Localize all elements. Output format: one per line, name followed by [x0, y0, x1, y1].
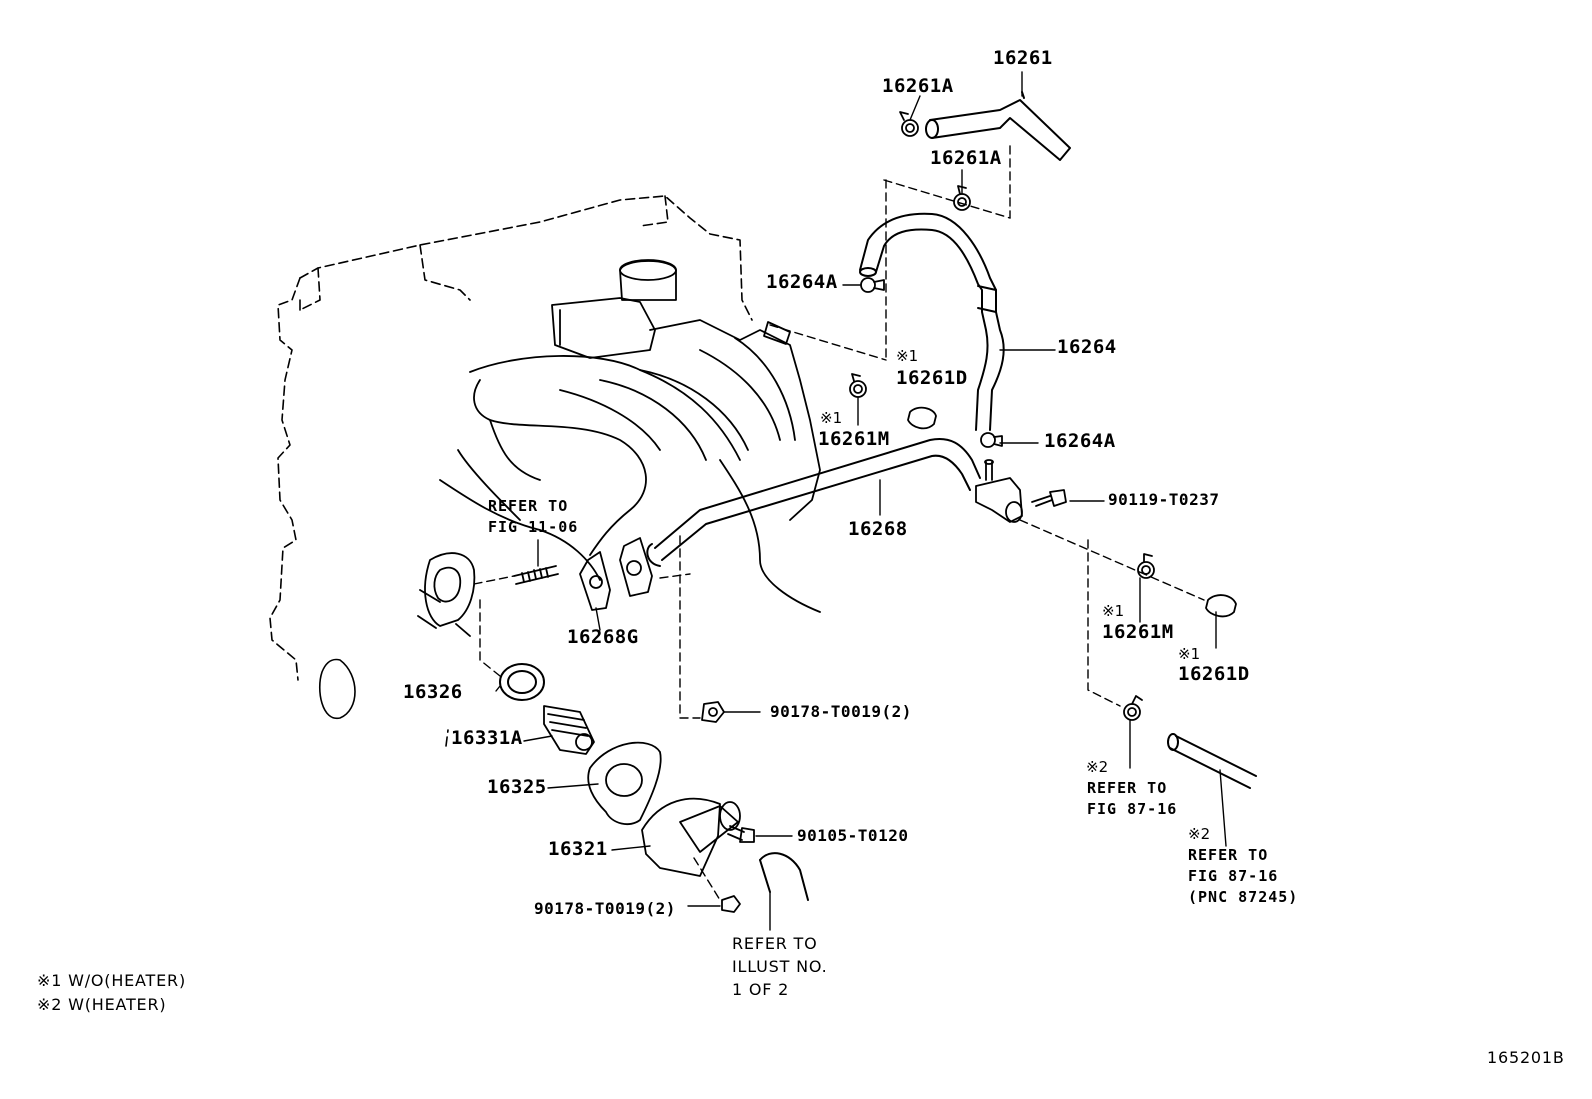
clamp-heater	[1123, 695, 1143, 721]
cap-16261D-bot	[1205, 594, 1237, 618]
engine-block-outline	[269, 195, 753, 747]
refer-illust-line1: REFER TO	[732, 934, 818, 953]
clamp-16261A-top	[899, 111, 919, 137]
refer-fig-11-06-line2: FIG 11-06	[488, 518, 579, 536]
legend-note-1: ※1 W/O(HEATER)	[37, 971, 187, 990]
pipe-flange	[619, 537, 653, 597]
hose-16264	[859, 212, 1005, 431]
label-16261D-top: 16261D	[896, 367, 968, 389]
label-90178-T0019-top: 90178-T0019(2)	[770, 702, 912, 721]
mark-w-o-heater-16261M-top: ※1	[820, 409, 843, 427]
label-16325: 16325	[487, 776, 547, 798]
water-outlet-fitting	[975, 459, 1023, 523]
label-16268G: 16268G	[567, 626, 639, 648]
leader-lines	[495, 71, 1227, 931]
refer-illust-line3: 1 OF 2	[732, 980, 790, 999]
mark-w-o-heater-16261D-bot: ※1	[1178, 645, 1201, 663]
mark-w-heater-b: ※2	[1188, 825, 1211, 843]
guide-lines	[473, 145, 1205, 901]
bolt-90119	[1031, 489, 1067, 507]
figure-id: 165201B	[1487, 1048, 1565, 1067]
refer-fig-87-16-a-line2: FIG 87-16	[1087, 800, 1178, 818]
mark-w-o-heater-16261D-top: ※1	[896, 347, 919, 365]
gasket-16325	[587, 741, 662, 826]
thermostat-housing-block	[417, 552, 476, 637]
legend-note-2: ※2 W(HEATER)	[37, 995, 167, 1014]
label-90105-T0120: 90105-T0120	[797, 826, 909, 845]
label-16261A-top: 16261A	[882, 75, 954, 97]
refer-fig-87-16-b-line2: FIG 87-16	[1188, 867, 1279, 885]
hose-illust-end	[759, 852, 809, 901]
label-16268: 16268	[848, 518, 908, 540]
label-90119-T0237: 90119-T0237	[1108, 490, 1220, 509]
label-16321: 16321	[548, 838, 608, 860]
nut-90178-top	[701, 701, 725, 723]
refer-fig-87-16-b-line3: (PNC 87245)	[1188, 888, 1299, 906]
label-16261A-mid: 16261A	[930, 147, 1002, 169]
clamp-16264A-top	[860, 277, 885, 293]
intake-manifold	[439, 259, 821, 613]
label-16331A: 16331A	[451, 727, 523, 749]
label-16264A-top: 16264A	[766, 271, 838, 293]
clamp-16261M-bot	[1137, 553, 1155, 579]
refer-fig-11-06-line1: REFER TO	[488, 497, 569, 515]
water-inlet-16321	[641, 797, 741, 877]
mark-w-heater-a: ※2	[1086, 758, 1109, 776]
clamp-16264A-bot	[980, 432, 1003, 448]
bolt-90105	[727, 825, 755, 843]
label-16261M-top: 16261M	[818, 428, 890, 450]
gasket-16268G	[579, 551, 611, 611]
label-16326: 16326	[403, 681, 463, 703]
refer-illust-no: REFER TO ILLUST NO. 1 OF 2	[732, 932, 827, 1001]
label-16264A-bot: 16264A	[1044, 430, 1116, 452]
refer-fig-87-16-b-line1: REFER TO	[1188, 846, 1269, 864]
refer-fig-87-16-a: REFER TO FIG 87-16	[1087, 778, 1177, 820]
refer-fig-11-06: REFER TO FIG 11-06	[488, 496, 578, 538]
cap-16261D-top	[907, 406, 937, 430]
nut-90178-bottom	[721, 895, 741, 913]
water-pipe-16268	[646, 438, 981, 567]
label-16261M-bot: 16261M	[1102, 621, 1174, 643]
mark-w-o-heater-16261M-bot: ※1	[1102, 602, 1125, 620]
label-16264: 16264	[1057, 336, 1117, 358]
label-16261D-bot: 16261D	[1178, 663, 1250, 685]
label-16261: 16261	[993, 47, 1053, 69]
stud-bolt	[513, 565, 559, 585]
thermostat-16331A	[543, 705, 595, 755]
heater-hose	[1167, 733, 1257, 789]
clamp-16261M-top	[849, 373, 867, 398]
engine-block-lower	[299, 299, 356, 719]
label-90178-T0019-bottom: 90178-T0019(2)	[534, 899, 676, 918]
ring-16326	[499, 663, 545, 701]
refer-illust-line2: ILLUST NO.	[732, 957, 828, 976]
refer-fig-87-16-b: REFER TO FIG 87-16 (PNC 87245)	[1188, 845, 1298, 908]
refer-fig-87-16-a-line1: REFER TO	[1087, 779, 1168, 797]
